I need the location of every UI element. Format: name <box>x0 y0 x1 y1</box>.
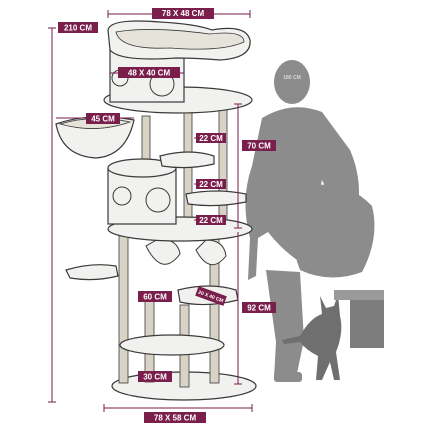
svg-text:45 CM: 45 CM <box>91 115 115 124</box>
svg-text:48 X 40 CM: 48 X 40 CM <box>128 69 171 78</box>
lower-cat-house <box>107 158 177 225</box>
svg-text:70 CM: 70 CM <box>247 142 271 151</box>
hammock-left <box>145 237 181 265</box>
box <box>350 296 384 348</box>
dim-height-70: 70 CM <box>242 140 276 151</box>
dim-rest-60: 60 CM <box>138 291 172 302</box>
svg-text:22 CM: 22 CM <box>199 216 223 225</box>
svg-text:60 CM: 60 CM <box>143 293 167 302</box>
cat-silhouette-icon <box>282 294 342 380</box>
dim-house-size: 48 X 40 CM <box>118 67 180 78</box>
svg-text:22 CM: 22 CM <box>199 134 223 143</box>
top-bed-cushion <box>115 29 245 50</box>
svg-text:92 CM: 92 CM <box>247 304 271 313</box>
hammock-right <box>195 239 227 266</box>
dim-platform-22b: 22 CM <box>196 179 226 189</box>
lower-platform <box>119 334 225 356</box>
dim-basket: 45 CM <box>86 113 120 124</box>
dim-height-92: 92 CM <box>242 302 276 313</box>
dim-top-size: 78 X 48 CM <box>152 8 214 19</box>
dim-post-30: 30 CM <box>138 371 172 382</box>
person-height-label: 180 CM <box>283 75 301 81</box>
svg-text:22 CM: 22 CM <box>199 180 223 189</box>
side-platform-upper <box>159 151 215 169</box>
dim-base-size: 78 X 58 CM <box>144 412 206 423</box>
side-platform-middle <box>185 190 247 207</box>
dim-height-total: 210 CM <box>58 22 98 33</box>
box-top <box>334 290 384 300</box>
left-side-platform <box>65 264 119 281</box>
dim-platform-22c: 22 CM <box>196 215 226 225</box>
svg-text:78 X 48 CM: 78 X 48 CM <box>162 9 205 18</box>
svg-text:78 X 58 CM: 78 X 58 CM <box>154 414 197 423</box>
svg-text:30 CM: 30 CM <box>143 373 167 382</box>
svg-text:210 CM: 210 CM <box>64 24 92 33</box>
dim-platform-22a: 22 CM <box>196 133 226 143</box>
